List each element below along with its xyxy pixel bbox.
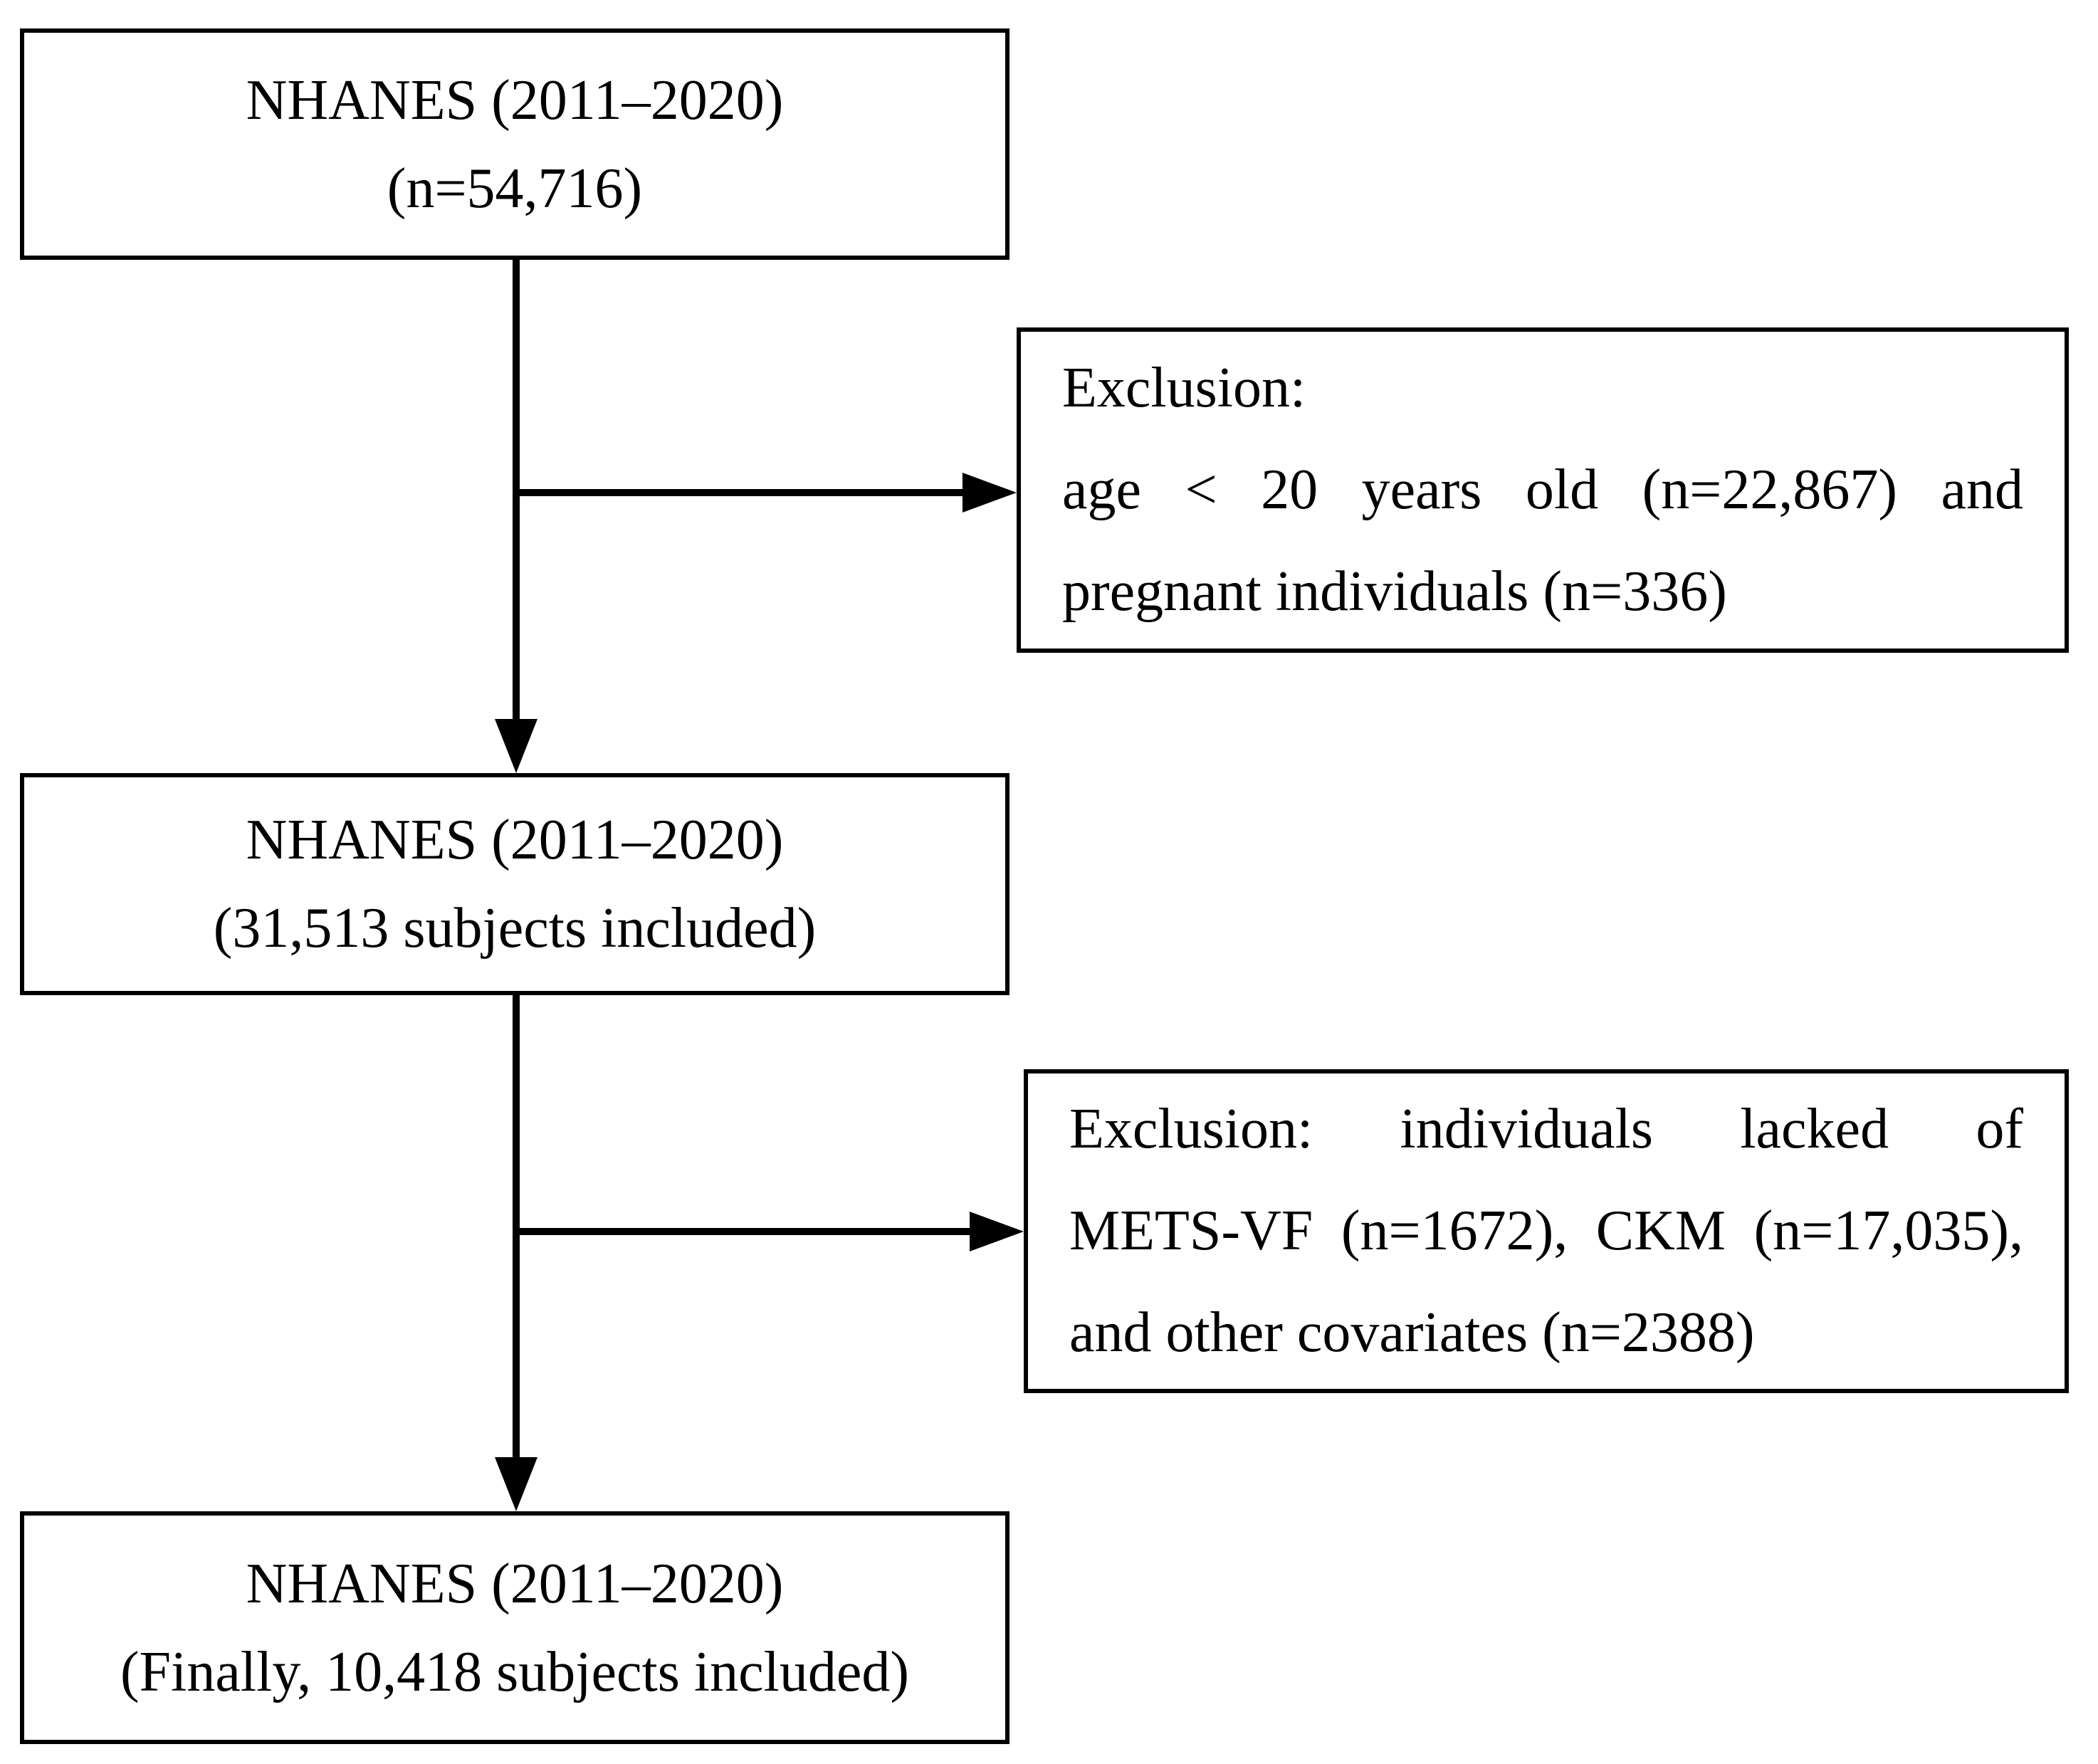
exclusion-2-heading: Exclusion: individuals lacked of <box>1069 1098 2023 1160</box>
final-cohort-title: NHANES (2011–2020) <box>246 1552 784 1615</box>
flow-line-included-to-final <box>513 994 520 1461</box>
box-exclusion-2: Exclusion: individuals lacked of METS-VF… <box>1024 1069 2069 1393</box>
branch-line-to-exclusion-1 <box>516 489 965 496</box>
box-included-cohort: NHANES (2011–2020) (31,513 subjects incl… <box>20 773 1009 995</box>
included-cohort-count: (31,513 subjects included) <box>213 897 817 960</box>
included-cohort-title: NHANES (2011–2020) <box>246 809 784 871</box>
exclusion-1-line-age: age < 20 years old (n=22,867) and <box>1062 458 2023 521</box>
initial-cohort-count: (n=54,716) <box>387 157 643 220</box>
arrow-right-icon-2 <box>970 1212 1024 1251</box>
exclusion-2-line-mets-ckm: METS-VF (n=1672), CKM (n=17,035), <box>1069 1199 2023 1262</box>
exclusion-1-heading: Exclusion: <box>1062 357 1306 419</box>
arrow-right-icon-1 <box>963 473 1017 513</box>
branch-line-to-exclusion-2 <box>516 1228 972 1235</box>
arrow-down-icon-2 <box>495 1457 537 1511</box>
box-initial-cohort: NHANES (2011–2020) (n=54,716) <box>20 28 1009 260</box>
box-final-cohort: NHANES (2011–2020) (Finally, 10,418 subj… <box>20 1511 1009 1744</box>
arrow-down-icon-1 <box>495 719 537 773</box>
box-exclusion-1: Exclusion: age < 20 years old (n=22,867)… <box>1017 327 2069 653</box>
exclusion-2-line-covariates: and other covariates (n=2388) <box>1069 1301 1755 1364</box>
initial-cohort-title: NHANES (2011–2020) <box>246 68 784 132</box>
exclusion-1-line-pregnant: pregnant individuals (n=336) <box>1062 560 1727 623</box>
final-cohort-count: (Finally, 10,418 subjects included) <box>120 1640 909 1703</box>
